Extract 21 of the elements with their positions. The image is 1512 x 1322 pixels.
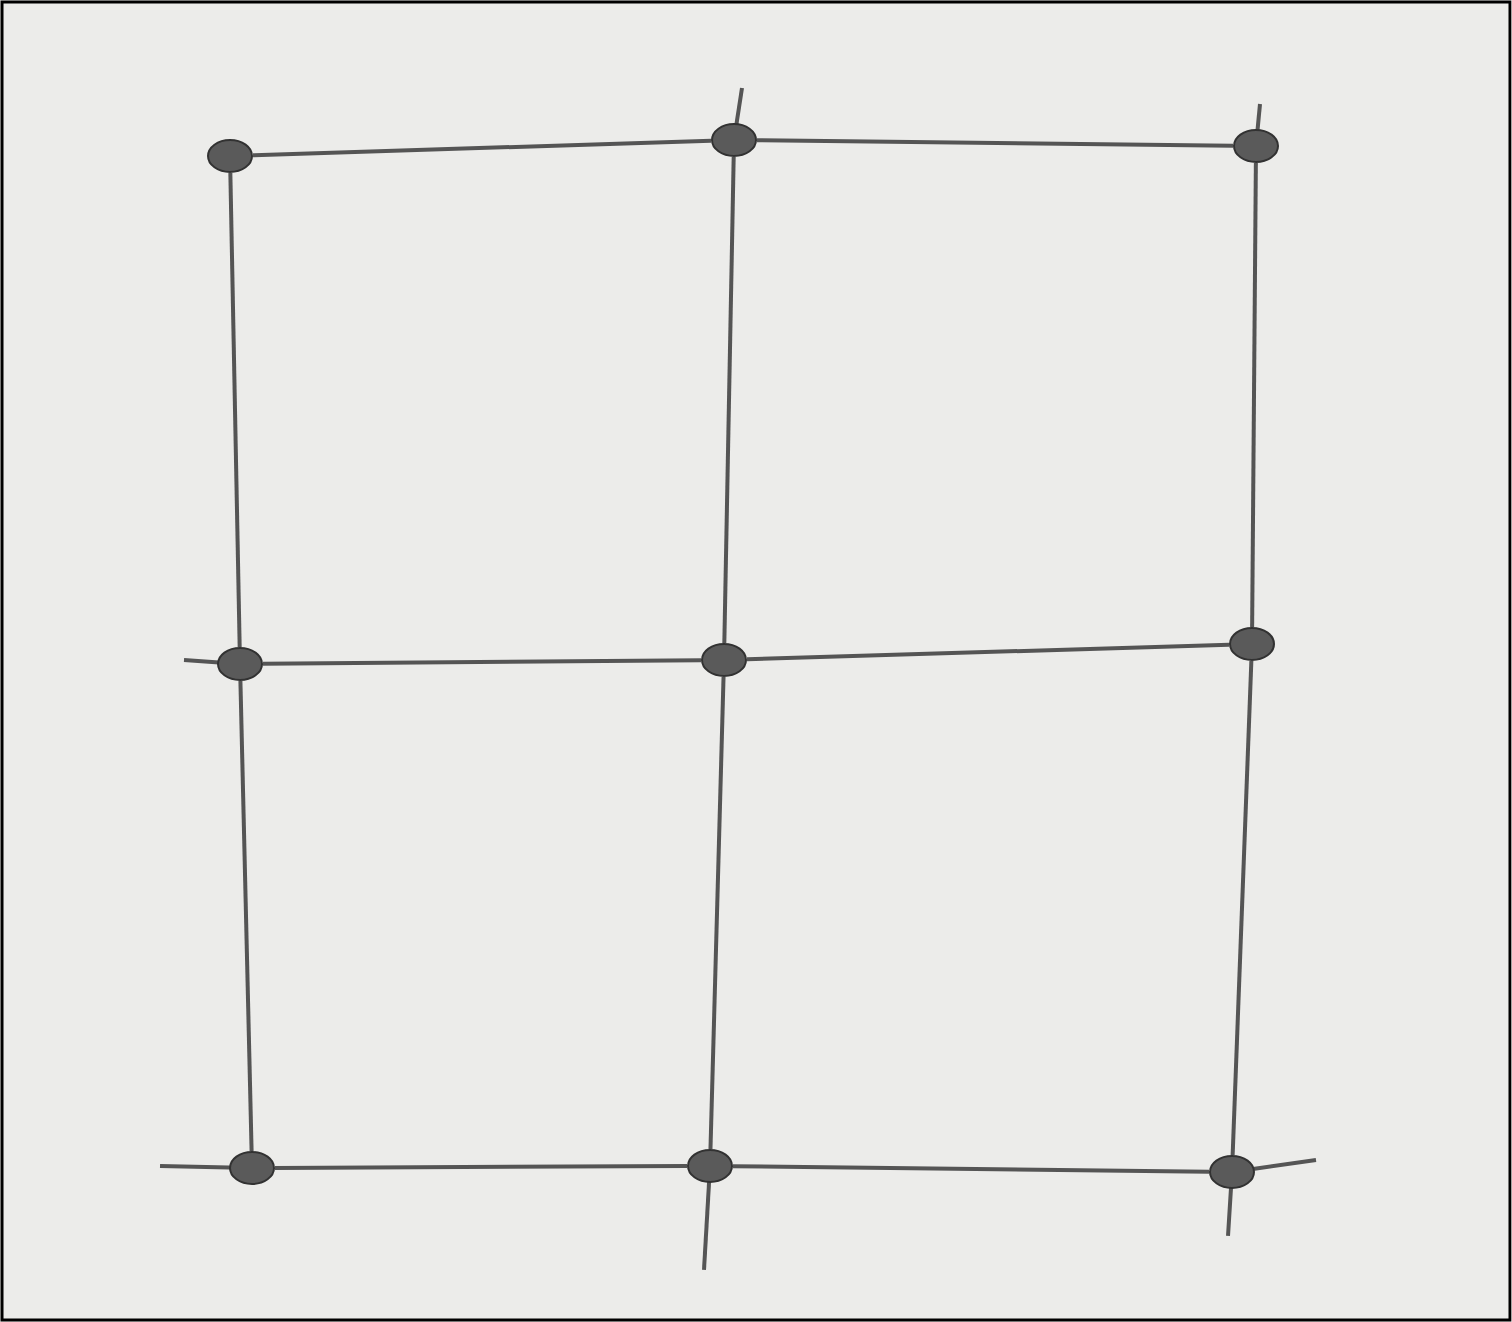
line xyxy=(252,138,712,158)
knot-dot xyxy=(711,123,757,157)
knot-dot xyxy=(217,647,263,681)
line xyxy=(263,658,702,666)
knot-dot xyxy=(701,643,747,677)
knot-dot xyxy=(229,1151,275,1185)
knot-dot xyxy=(1209,1155,1255,1189)
line xyxy=(228,172,242,648)
line xyxy=(238,680,254,1152)
knot-dot xyxy=(1229,627,1275,661)
line xyxy=(1250,163,1258,627)
line xyxy=(275,1164,687,1170)
line xyxy=(732,1164,1210,1174)
knot-dot xyxy=(687,1149,733,1183)
line xyxy=(1230,660,1254,1156)
knot-dot xyxy=(207,139,253,173)
line xyxy=(756,138,1234,148)
line xyxy=(746,642,1230,662)
line xyxy=(708,676,726,1150)
line xyxy=(722,156,736,644)
knot-dot xyxy=(1233,129,1279,163)
